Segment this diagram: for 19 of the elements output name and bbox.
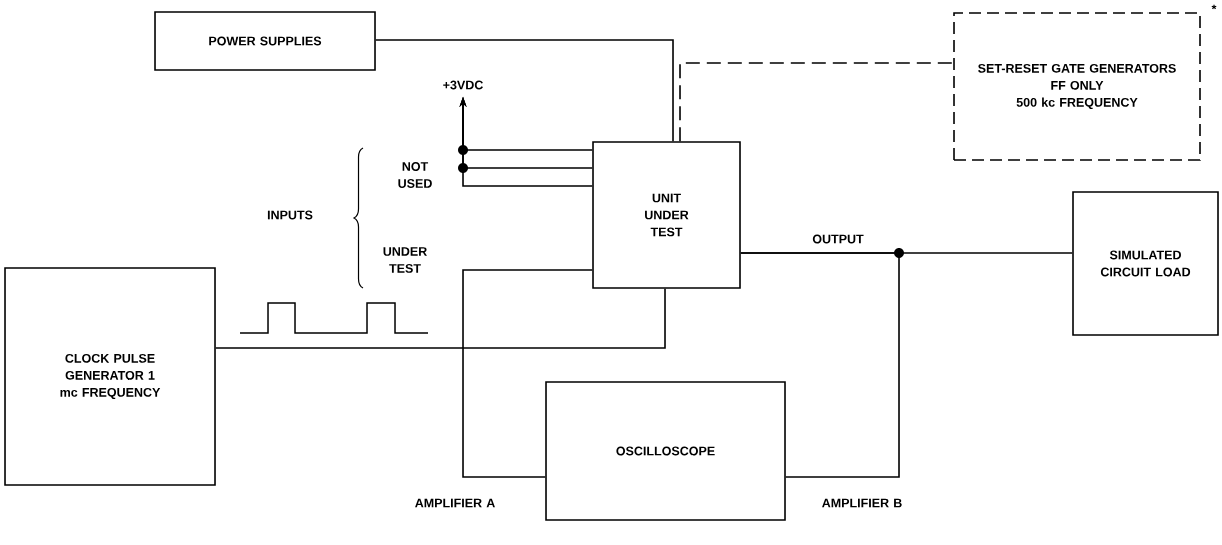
block-box: OSCILLOSCOPE [545,381,786,521]
label-text: AMPLIFIER A [415,498,495,508]
label-text: UNDER TEST [383,247,427,273]
dashed-box: SET-RESET GATE GENERATORS FF ONLY 500 kc FREQUENCY [953,12,1201,161]
connector [740,252,900,478]
block-box: UNIT UNDER TEST [592,141,741,289]
connector [215,288,666,349]
block-box: SIMULATED CIRCUIT LOAD [1072,191,1219,336]
block-box: POWER SUPPLIES [154,11,376,71]
label-text: NOT USED [398,162,432,188]
voltage-label: +3VDC [443,80,483,90]
block-box: CLOCK PULSE GENERATOR 1 mc FREQUENCY [4,267,216,486]
label-text: AMPLIFIER B [822,498,902,508]
dashed-connector [679,62,954,142]
footnote-mark: * [1211,4,1217,10]
connector [462,269,593,478]
connector [375,39,674,142]
label-text: INPUTS [267,210,313,220]
edge-label: OUTPUT [812,234,864,244]
